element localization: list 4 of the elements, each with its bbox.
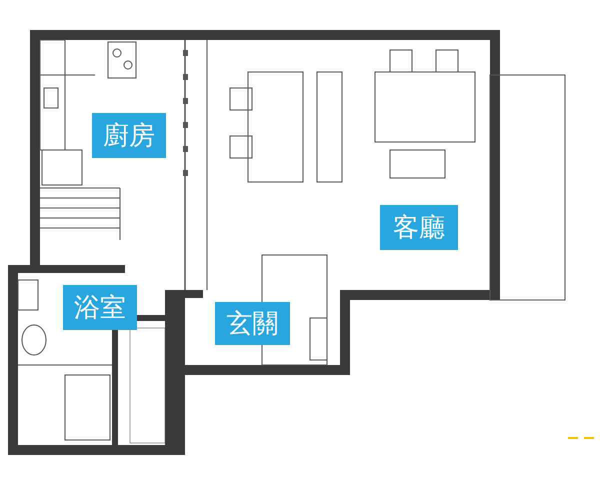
room-label: 玄關 bbox=[215, 302, 290, 345]
room-label: 客廳 bbox=[380, 205, 458, 250]
room-label: 廚房 bbox=[92, 113, 166, 158]
room-label: 浴室 bbox=[63, 285, 137, 330]
